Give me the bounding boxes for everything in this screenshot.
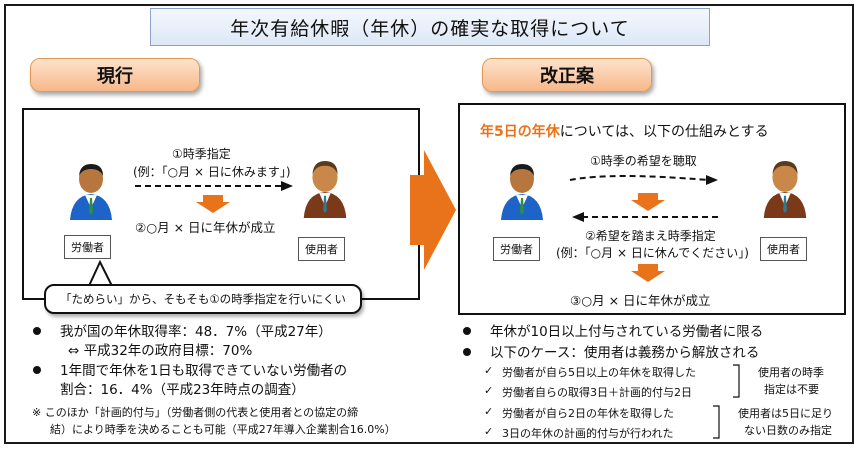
result-partial-designation-cont: ない日数のみ指定 bbox=[744, 424, 832, 437]
step-time-designation-example: (例：「○月 × 日に休みます」) bbox=[133, 165, 291, 179]
worker-label: 労働者 bbox=[64, 235, 111, 259]
down-arrow-icon bbox=[196, 195, 230, 213]
worker-label: 労働者 bbox=[493, 237, 540, 261]
check-mark-icon: ✓ bbox=[484, 384, 494, 397]
step-leave-established: ③○月 × 日に年休が成立 bbox=[570, 293, 711, 308]
current-system-heading: 現行 bbox=[30, 58, 200, 92]
proposal-heading: 改正案 bbox=[482, 58, 652, 92]
dashed-arrow-left bbox=[572, 212, 722, 222]
zero-leave-ratio-text: 割合：16．4%（平成23年時点の調査） bbox=[60, 382, 305, 398]
step-designate-time: ②希望を踏まえ時季指定 bbox=[585, 229, 716, 243]
page-title: 年次有給休暇（年休）の確実な取得について bbox=[150, 8, 710, 46]
check-mark-icon: ✓ bbox=[484, 364, 494, 377]
employer-label: 使用者 bbox=[760, 237, 807, 261]
result-partial-designation: 使用者は5日に足り bbox=[738, 407, 833, 420]
bullet-dot bbox=[463, 327, 471, 335]
bullet-dot bbox=[33, 366, 41, 374]
step-designate-time-example: (例：「○月 × 日に休んでください」) bbox=[556, 246, 749, 260]
big-right-arrow-icon bbox=[410, 150, 456, 270]
planned-grant-note: ※ このほか「計画的付与」（労働者側の代表と使用者との協定の締 bbox=[32, 406, 359, 419]
worker-icon bbox=[501, 164, 543, 220]
case-item: 労働者自らの取得3日＋計画的付与2日 bbox=[502, 386, 692, 399]
step-leave-established: ②○月 × 日に年休が成立 bbox=[135, 220, 276, 235]
down-arrow-icon bbox=[631, 193, 665, 211]
eligibility-text: 年休が10日以上付与されている労働者に限る bbox=[490, 324, 764, 340]
down-arrow-icon bbox=[631, 264, 665, 282]
proposal-intro: 年5日の年休については、以下の仕組みとする bbox=[480, 121, 769, 141]
case-item: 労働者が自ら5日以上の年休を取得した bbox=[502, 366, 696, 379]
five-days-highlight: 年5日の年休 bbox=[480, 124, 560, 140]
bracket-icon bbox=[713, 405, 720, 439]
speech-bubble-tail bbox=[87, 259, 113, 289]
employer-icon bbox=[303, 160, 347, 218]
proposal-intro-rest: については、以下の仕組みとする bbox=[559, 124, 769, 140]
check-mark-icon: ✓ bbox=[484, 425, 494, 438]
bullet-dot bbox=[463, 348, 471, 356]
step-hear-preference: ①時季の希望を聴取 bbox=[590, 154, 697, 168]
result-no-designation-cont: 指定は不要 bbox=[764, 383, 819, 396]
step-time-designation: ①時季指定 bbox=[172, 147, 231, 161]
worker-icon bbox=[70, 164, 112, 220]
government-target-text: ⇔ 平成32年の政府目標：70% bbox=[68, 343, 253, 359]
planned-grant-note-cont: 結）により時季を決めることも可能（平成27年導入企業割合16.0%） bbox=[50, 423, 396, 436]
case-item: 労働者が自ら2日の年休を取得した bbox=[502, 407, 674, 420]
employer-label: 使用者 bbox=[298, 237, 345, 261]
bracket-icon bbox=[733, 364, 740, 398]
outer-frame bbox=[4, 4, 854, 444]
hesitation-callout: 「ためらい」から、そもそも①の時季指定を行いにくい bbox=[44, 284, 362, 314]
bullet-dot bbox=[33, 327, 41, 335]
check-mark-icon: ✓ bbox=[484, 405, 494, 418]
exemption-text: 以下のケース：使用者は義務から解放される bbox=[490, 345, 760, 361]
zero-leave-text: 1年間で年休を1日も取得できていない労働者の bbox=[60, 363, 348, 379]
dashed-arrow-right bbox=[569, 175, 718, 185]
dashed-arrow-right bbox=[135, 181, 293, 191]
result-no-designation: 使用者の時季 bbox=[758, 366, 824, 379]
employer-icon bbox=[763, 160, 807, 218]
case-item: 3日の年休の計画的付与が行われた bbox=[502, 427, 674, 440]
leave-rate-text: 我が国の年休取得率：48．7%（平成27年） bbox=[60, 324, 332, 340]
